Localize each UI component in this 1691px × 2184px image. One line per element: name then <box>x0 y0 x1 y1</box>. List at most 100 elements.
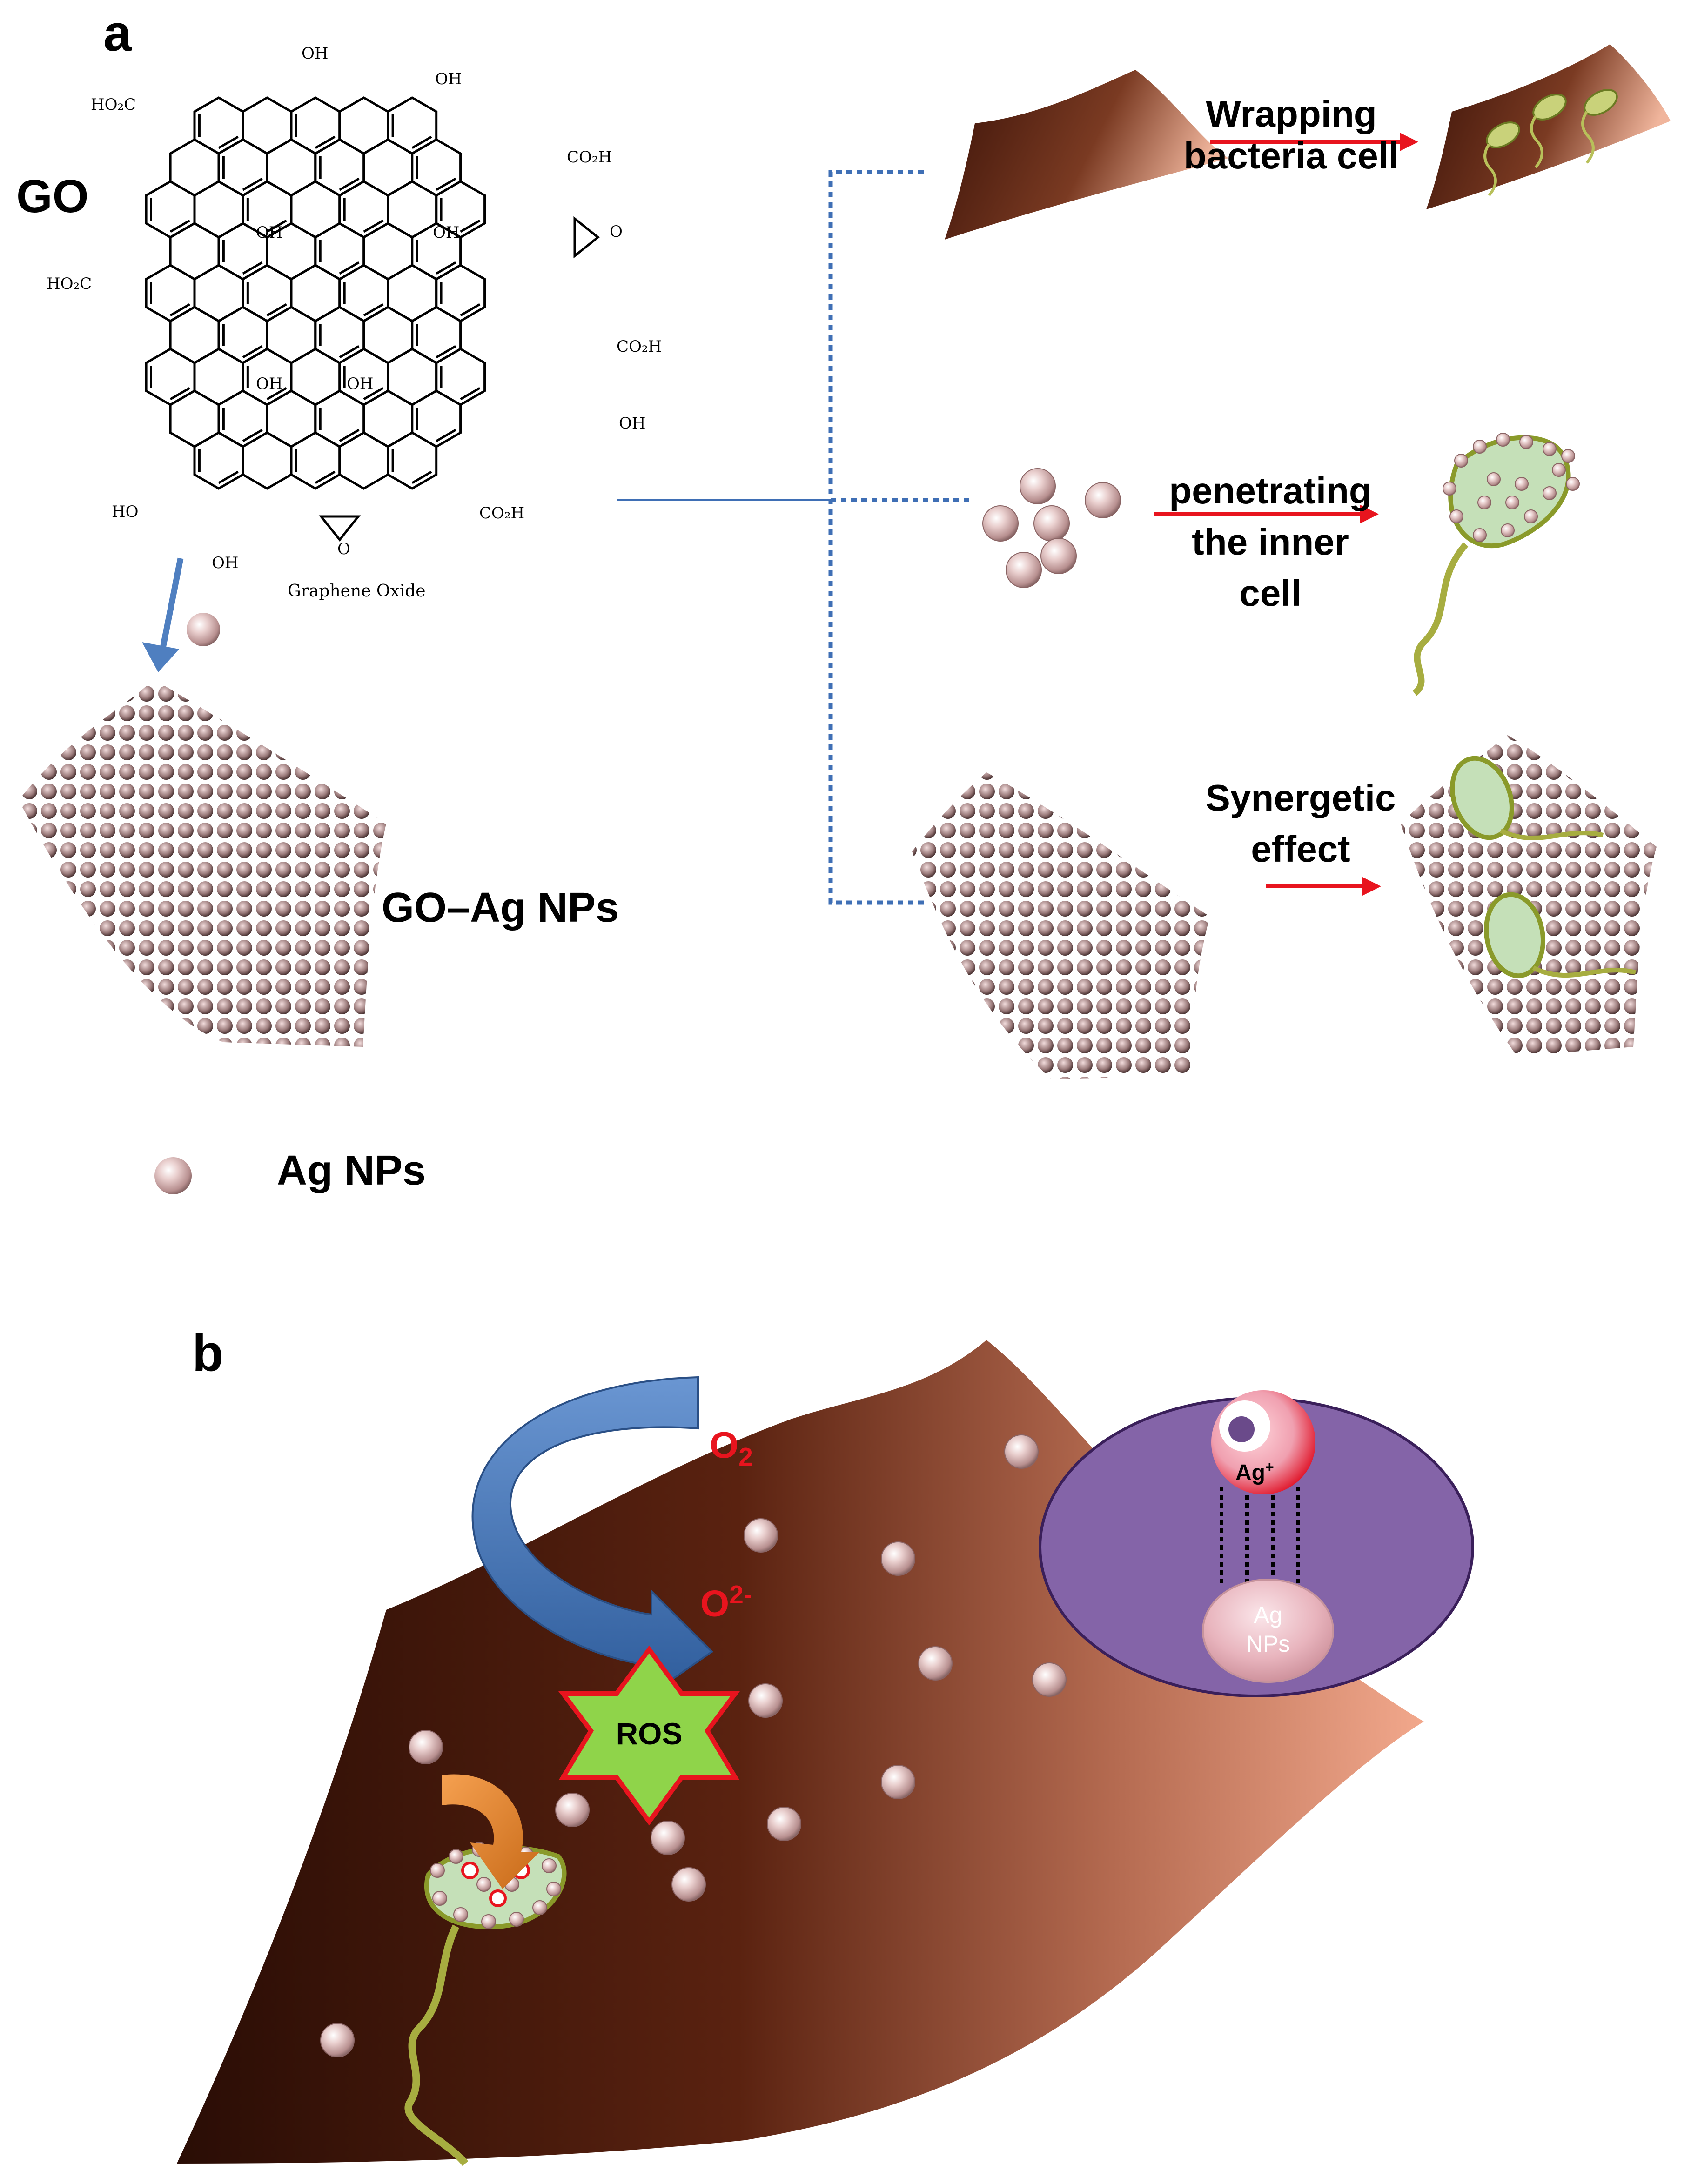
ag-np <box>430 1863 445 1878</box>
ag-np <box>1040 538 1077 574</box>
wrapped-bacteria <box>1483 89 1618 196</box>
hexagon-ring <box>314 138 365 197</box>
ag-np <box>453 1907 468 1922</box>
ag-ion-label: Ag+ <box>1235 1459 1274 1486</box>
hexagon-ring <box>362 138 414 197</box>
flagellum <box>1499 828 1604 841</box>
ag-np <box>432 1891 447 1906</box>
go-to-goag-arrowhead <box>142 642 179 672</box>
ag-np <box>671 1867 706 1902</box>
ag-np <box>748 1683 783 1718</box>
hexagon-ring <box>387 431 438 490</box>
hexagon-ring <box>266 138 317 197</box>
hexagon-ring <box>290 348 341 406</box>
double-bond <box>266 303 287 317</box>
ag-np <box>1454 454 1468 468</box>
flagellum <box>1412 542 1469 696</box>
double-bond <box>436 177 456 191</box>
double-bond <box>460 303 481 317</box>
superoxide-label-main: O <box>700 1582 730 1624</box>
ag-np <box>1561 449 1575 463</box>
ag-np <box>1443 482 1456 496</box>
double-bond <box>242 261 263 275</box>
oxygen-label-sub: 2 <box>738 1442 753 1471</box>
double-bond <box>218 135 239 149</box>
ag-np <box>918 1646 953 1681</box>
bacterium-body <box>1448 435 1571 549</box>
ag-np <box>1004 1434 1039 1469</box>
double-bond <box>339 429 360 442</box>
hexagon-ring <box>169 222 220 281</box>
ag-np <box>476 1877 491 1892</box>
mechanism-1-line-2: bacteria cell <box>1183 135 1399 176</box>
go-ag-nps-label: GO–Ag NPs <box>382 884 619 931</box>
mechanism-3-label: Synergetic effect <box>1184 772 1417 875</box>
group-oh-3: OH <box>256 223 283 242</box>
ag-np <box>1032 1662 1067 1697</box>
go-ag-nps-sheet <box>19 679 386 1047</box>
hexagon-ring <box>169 138 220 197</box>
graphene-oxide-structure <box>145 96 600 542</box>
hexagon-ring <box>362 222 414 281</box>
ag-np <box>1552 463 1566 477</box>
ag-np <box>1524 509 1538 523</box>
hexagon-ring <box>242 96 293 155</box>
hexagon-ring <box>290 264 341 322</box>
ag-np <box>409 1730 443 1764</box>
double-bond <box>339 345 360 359</box>
ag-np-large-line-1: Ag <box>1254 1602 1282 1628</box>
ag-np <box>651 1821 685 1855</box>
ag-np <box>1515 477 1529 491</box>
hexagon-ring <box>290 180 341 239</box>
hexagon-ring <box>387 96 438 155</box>
ag-np <box>1566 477 1580 491</box>
epoxy-ring <box>573 216 600 259</box>
hexagon-ring <box>314 222 365 281</box>
hexagon-ring <box>290 96 341 155</box>
hexagon-ring <box>435 264 486 322</box>
group-oh-6: OH <box>347 375 374 393</box>
group-ho2c-1: HO₂C <box>91 95 136 114</box>
go-ag-sheet-small <box>912 772 1210 1079</box>
legend-ag-np-icon <box>154 1157 192 1194</box>
flagellum <box>1530 115 1543 168</box>
panel-a-label: a <box>103 5 132 62</box>
hexagon-ring <box>387 180 438 239</box>
bacterium-cell <box>1483 892 1546 978</box>
ag-np <box>1487 472 1501 486</box>
ag-ion <box>489 1889 507 1907</box>
ag-np-small-icon <box>187 613 220 646</box>
double-bond <box>339 177 360 191</box>
hexagon-ring <box>169 389 220 448</box>
group-oh-1: OH <box>302 44 329 63</box>
bacterium-cell <box>1450 756 1514 840</box>
ag-np <box>1519 435 1533 449</box>
ag-np <box>1505 496 1519 509</box>
hexagon-ring <box>169 306 220 364</box>
hexagon-ring <box>411 389 462 448</box>
double-bond <box>436 261 456 275</box>
ag-np <box>1006 552 1042 588</box>
epoxy-ring <box>318 515 361 542</box>
group-co2h-1: CO₂H <box>567 148 612 167</box>
ag-np <box>509 1912 524 1927</box>
ag-np <box>1473 440 1487 454</box>
double-bond <box>363 387 384 401</box>
hexagon-ring <box>338 264 389 322</box>
hexagon-ring <box>338 431 389 490</box>
double-bond <box>242 345 263 359</box>
hexagon-ring <box>290 431 341 490</box>
double-bond <box>169 387 190 401</box>
go-label: GO <box>16 170 89 222</box>
go-sheet-small <box>945 70 1228 240</box>
double-bond <box>315 135 336 149</box>
superoxide-label-sup: 2- <box>729 1580 752 1609</box>
ag-ion-label-main: Ag <box>1235 1460 1265 1485</box>
go-to-goag-arrow <box>157 557 184 661</box>
legend-label: Ag NPs <box>277 1147 426 1194</box>
group-ho-1: HO <box>112 502 139 521</box>
ag-np <box>542 1858 557 1873</box>
ag-np <box>1033 505 1070 542</box>
ag-ion <box>461 1862 479 1879</box>
